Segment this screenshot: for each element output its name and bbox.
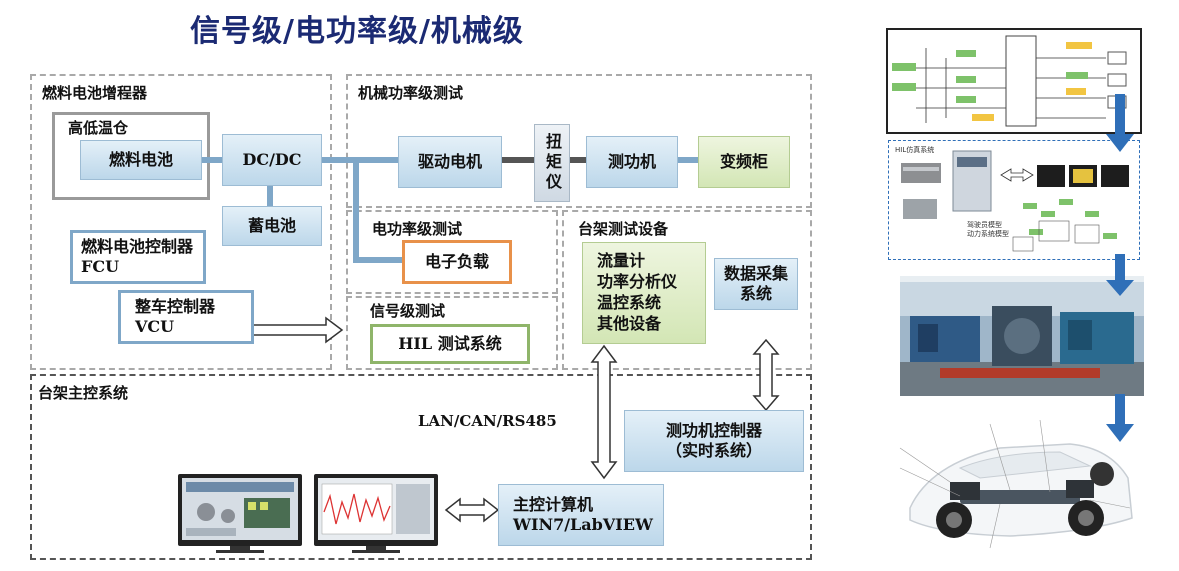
equipment-flowmeter: 流量计 [597,251,646,271]
equipment-other: 其他设备 [597,313,662,333]
region-mech-power-test [346,74,812,208]
arrow-monitor-master [444,497,500,523]
data-acquisition-label: 数据采集系统 [723,264,788,303]
dyno-controller-line2: （实时系统） [665,441,762,460]
hil-equipment-drawing [901,150,1129,252]
link-bus-eload [353,160,404,263]
down-arrow-3 [1106,394,1134,442]
region-label-master-control: 台架主控系统 [38,384,129,402]
vcu-line1: 整车控制器 [135,297,216,316]
torque-meter-label: 扭矩仪 [543,133,562,193]
region-bench-equipment [562,210,812,370]
equipment-power-analyzer: 功率分析仪 [597,272,678,292]
block-torque-meter: 扭矩仪 [534,124,570,202]
vcu-line2: VCU [135,317,175,336]
hil-caption: HIL仿真系统 [895,146,935,154]
monitor-left [178,474,302,553]
block-electronic-load: 电子负载 [402,240,512,284]
region-label-elec: 电功率级测试 [372,220,463,238]
hil-sub-line2: 动力系统模型 [967,230,1009,239]
hil-sub-caption: 驾驶员模型 动力系统模型 [967,221,1009,239]
down-arrow-2 [1106,254,1134,296]
block-equipment-list: 流量计 功率分析仪 温控系统 其他设备 [582,242,706,344]
region-signal-test [346,296,558,370]
equipment-temp-control: 温控系统 [597,293,662,312]
block-battery: 蓄电池 [222,206,322,246]
block-dcdc: DC/DC [222,134,322,186]
arrow-equipment-master [590,344,618,480]
flow-arrows [1106,94,1134,442]
region-bench-master-control [30,374,812,560]
block-fuel-cell: 燃料电池 [80,140,202,180]
master-pc-line1: 主控计算机 [513,495,594,514]
master-pc-line2: WIN7/LabVIEW [513,515,653,534]
region-fuel-cell-range-extender [30,74,332,370]
block-data-acquisition: 数据采集系统 [714,258,798,310]
block-hil-system: HIL 测试系统 [370,324,530,364]
block-master-pc: 主控计算机 WIN7/LabVIEW [498,484,664,546]
down-arrow-1 [1106,94,1134,152]
simulink-model-image [886,28,1142,134]
region-label-bench-equipment: 台架测试设备 [578,220,669,238]
hil-sub-line1: 驾驶员模型 [967,221,1002,229]
vehicle-chassis-image [890,408,1142,560]
block-dynamometer: 测功机 [586,136,678,188]
block-fcu: 燃料电池控制器 FCU [70,230,206,284]
region-label-fuel-cell: 燃料电池增程器 [42,84,148,102]
hil-system-image: HIL仿真系统 驾驶员模型 动力系统模型 [888,140,1140,260]
block-drive-motor: 驱动电机 [398,136,502,188]
monitors-illustration [178,474,438,553]
block-vcu: 整车控制器 VCU [118,290,254,344]
thermal-chamber-label: 高低温仓 [68,119,129,137]
arrow-daq-dynoctrl [752,338,780,412]
monitor-right [314,474,438,553]
dyno-controller-line1: 测功机控制器 [665,421,762,440]
region-label-mech: 机械功率级测试 [358,84,464,102]
connector-lines [202,157,780,523]
bus-label: LAN/CAN/RS485 [418,412,557,430]
block-dyno-controller: 测功机控制器 （实时系统） [624,410,804,472]
block-inverter-cabinet: 变频柜 [698,136,790,188]
page-title: 信号级/电功率级/机械级 [190,14,524,49]
region-elec-power-test [346,210,558,294]
test-bench-photo [900,276,1144,396]
region-label-signal: 信号级测试 [370,302,446,320]
